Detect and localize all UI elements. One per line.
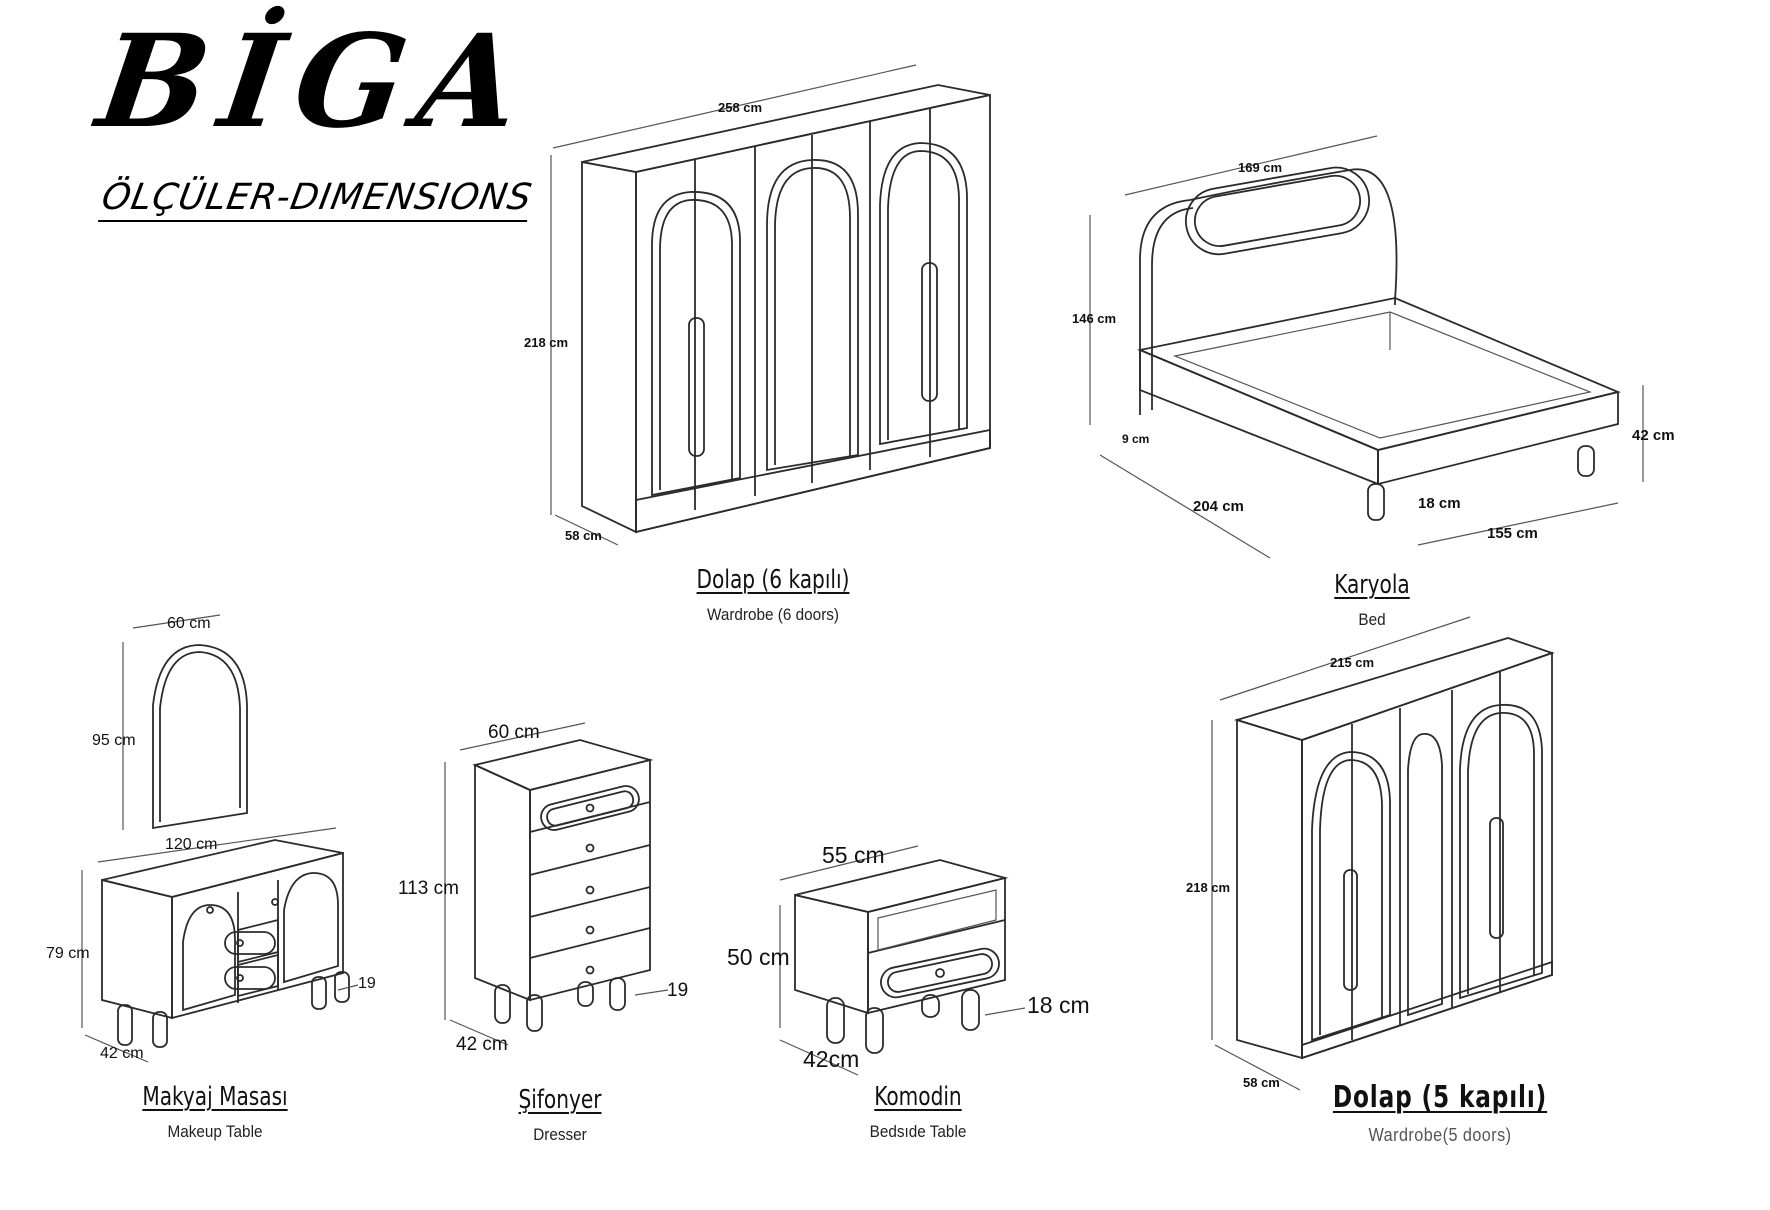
wardrobe-6-door-drawing [550,64,991,546]
nightstand-name-tr: Komodin [874,1082,962,1112]
wardrobe5-caption: Dolap (5 kapılı) Wardrobe(5 doors) [1315,1080,1564,1146]
bed-frame-height-label: 42 cm [1632,427,1675,444]
wardrobe5-height-label: 218 cm [1186,880,1231,895]
dresser-name-tr: Şifonyer [518,1085,602,1115]
dresser-depth-label: 42 cm [456,1034,508,1055]
bed-name-tr: Karyola [1334,570,1410,600]
bed-name-en: Bed [1358,610,1386,629]
dresser-leg-height-label: 19 [667,980,689,1001]
wardrobe6-name-tr: Dolap (6 kapılı) [696,565,850,595]
makeup-mirror-width-label: 60 cm [167,615,211,632]
makeup-name-en: Makeup Table [167,1122,263,1141]
bed-caption: Karyola Bed [1328,570,1416,630]
nightstand-name-en: Bedsıde Table [869,1122,967,1141]
bed-leg-height-label: 18 cm [1418,495,1461,512]
nightstand-width-label: 55 cm [822,842,885,868]
dresser-width-label: 60 cm [488,722,540,743]
dresser-drawing [444,722,669,1046]
wardrobe6-depth-label: 58 cm [565,528,602,543]
nightstand-height-label: 50 cm [727,944,790,970]
nightstand-leg-height-label: 18 cm [1027,992,1090,1018]
wardrobe5-width-label: 215 cm [1330,655,1375,670]
bed-width-label: 155 cm [1487,525,1538,542]
wardrobe5-depth-label: 58 cm [1243,1075,1280,1090]
makeup-caption: Makyaj Masası Makeup Table [131,1082,300,1142]
makeup-table-drawing [81,614,359,1063]
wardrobe-5-door-drawing [1211,616,1555,1091]
wardrobe6-width-label: 258 cm [718,100,763,115]
makeup-width-label: 120 cm [165,836,218,853]
nightstand-depth-label: 42cm [803,1046,860,1072]
wardrobe6-height-label: 218 cm [524,335,569,350]
nightstand-caption: Komodin Bedsıde Table [864,1082,971,1142]
makeup-depth-label: 42 cm [100,1045,144,1062]
makeup-name-tr: Makyaj Masası [142,1082,288,1112]
bed-headboard-width-label: 169 cm [1238,160,1283,175]
makeup-leg-height-label: 19 [358,975,376,992]
dresser-height-label: 113 cm [398,878,459,899]
bed-length-label: 204 cm [1193,498,1244,515]
wardrobe6-caption: Dolap (6 kapılı) Wardrobe (6 doors) [684,565,862,625]
makeup-mirror-height-label: 95 cm [92,732,136,749]
bed-headboard-height-label: 146 cm [1072,311,1117,326]
wardrobe5-name-en: Wardrobe(5 doors) [1368,1125,1512,1145]
wardrobe5-name-tr: Dolap (5 kapılı) [1332,1080,1548,1115]
dresser-caption: Şifonyer Dresser [512,1085,609,1145]
makeup-height-label: 79 cm [46,945,90,962]
bed-drawing [1089,135,1644,559]
dresser-name-en: Dresser [533,1125,587,1144]
bed-side-thickness-label: 9 cm [1122,432,1150,446]
wardrobe6-name-en: Wardrobe (6 doors) [706,605,840,624]
nightstand-drawing [779,845,1026,1076]
